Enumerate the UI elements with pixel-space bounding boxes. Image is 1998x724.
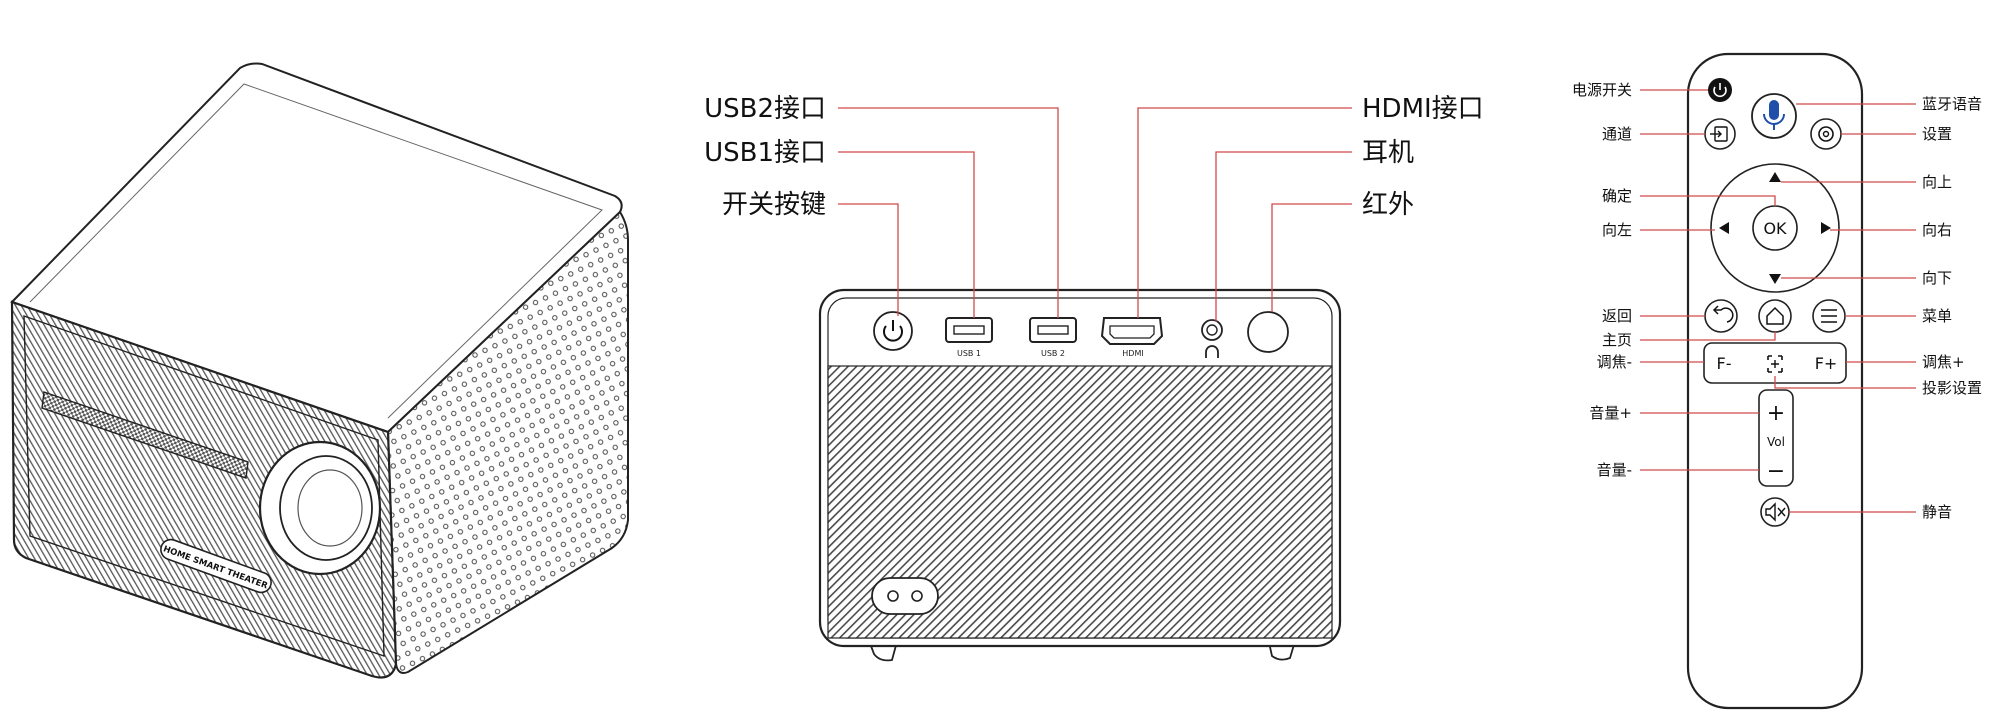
mute-button[interactable] bbox=[1760, 497, 1790, 527]
leader-ok bbox=[1640, 195, 1776, 206]
label-infrared: 红外 bbox=[1362, 190, 1414, 220]
projection-settings-button[interactable] bbox=[1767, 355, 1783, 373]
arrow-down-icon[interactable] bbox=[1769, 274, 1781, 284]
remote-illustration: OK F- F+ bbox=[1572, 52, 1982, 710]
arrow-right-icon[interactable] bbox=[1821, 222, 1831, 234]
hdmi-port[interactable]: HDMI bbox=[1100, 317, 1164, 358]
power-inlet bbox=[871, 577, 939, 615]
label-usb2: USB2接口 bbox=[704, 94, 826, 124]
label-power-key: 开关按键 bbox=[722, 190, 826, 220]
hdmi-port-mark: HDMI bbox=[1122, 349, 1143, 358]
leader-projection-settings bbox=[1774, 376, 1916, 389]
leader-power-key bbox=[838, 203, 899, 316]
earphone-jack[interactable] bbox=[1201, 319, 1223, 358]
remote-power-button[interactable] bbox=[1708, 78, 1732, 102]
usb2-port[interactable]: USB 2 bbox=[1029, 317, 1077, 358]
volume-rocker[interactable]: + Vol − bbox=[1758, 389, 1794, 487]
label-ok: 确定 bbox=[1602, 187, 1632, 205]
mute-icon bbox=[1765, 502, 1786, 522]
vol-minus-button[interactable]: − bbox=[1767, 459, 1785, 484]
dpad[interactable]: OK bbox=[1710, 163, 1840, 293]
projector-front-face bbox=[10, 300, 398, 679]
infrared-receiver bbox=[1247, 311, 1289, 353]
label-hdmi: HDMI接口 bbox=[1362, 94, 1484, 124]
vol-label: Vol bbox=[1767, 435, 1785, 449]
usb2-port-mark: USB 2 bbox=[1041, 349, 1065, 358]
leader-infrared bbox=[1271, 203, 1352, 312]
ok-button-label: OK bbox=[1763, 219, 1787, 238]
label-up: 向上 bbox=[1922, 173, 1952, 191]
label-right: 向右 bbox=[1922, 221, 1952, 239]
back-power-button[interactable] bbox=[873, 311, 913, 351]
label-focus-minus: 调焦- bbox=[1597, 353, 1632, 371]
source-button[interactable] bbox=[1704, 118, 1736, 150]
menu-icon bbox=[1821, 309, 1837, 323]
microphone-icon bbox=[1769, 100, 1779, 120]
power-icon bbox=[1713, 86, 1727, 98]
usb1-port[interactable]: USB 1 bbox=[945, 317, 993, 358]
label-source: 通道 bbox=[1602, 125, 1632, 143]
label-down: 向下 bbox=[1922, 269, 1952, 287]
usb1-port-mark: USB 1 bbox=[957, 349, 981, 358]
focus-minus-button[interactable]: F- bbox=[1717, 354, 1732, 373]
vol-plus-button[interactable]: + bbox=[1767, 401, 1785, 426]
label-mute: 静音 bbox=[1922, 503, 1952, 521]
label-left: 向左 bbox=[1602, 221, 1632, 239]
label-bt-voice: 蓝牙语音 bbox=[1922, 95, 1982, 113]
focus-plus-button[interactable]: F+ bbox=[1815, 354, 1838, 373]
back-panel-illustration: USB 1 USB 2 HDMI USB2接口 USB1接 bbox=[704, 94, 1484, 662]
label-settings: 设置 bbox=[1922, 125, 1952, 143]
label-back: 返回 bbox=[1602, 307, 1632, 325]
back-button[interactable] bbox=[1704, 299, 1738, 333]
gear-icon bbox=[1818, 126, 1834, 142]
label-power: 电源开关 bbox=[1572, 81, 1632, 99]
label-home: 主页 bbox=[1602, 331, 1632, 349]
leader-earphone bbox=[1215, 151, 1352, 322]
label-menu: 菜单 bbox=[1922, 307, 1952, 325]
arrow-left-icon[interactable] bbox=[1719, 222, 1729, 234]
menu-button[interactable] bbox=[1812, 299, 1846, 333]
home-button[interactable] bbox=[1758, 299, 1792, 333]
leader-usb2 bbox=[838, 107, 1059, 318]
projector-side-vent bbox=[386, 210, 629, 674]
label-projection-settings: 投影设置 bbox=[1922, 379, 1982, 397]
bt-voice-button[interactable] bbox=[1751, 93, 1797, 139]
projector-illustration: HOME SMART THEATER bbox=[10, 62, 629, 679]
label-vol-plus: 音量+ bbox=[1589, 404, 1632, 422]
arrow-up-icon[interactable] bbox=[1769, 172, 1781, 182]
headphone-icon bbox=[1205, 345, 1219, 358]
projector-light-strip bbox=[41, 391, 249, 479]
leader-usb1 bbox=[838, 151, 975, 318]
label-focus-plus: 调焦+ bbox=[1922, 353, 1965, 371]
settings-button[interactable] bbox=[1810, 118, 1842, 150]
back-arrow-icon bbox=[1715, 307, 1734, 323]
home-icon bbox=[1766, 306, 1784, 325]
projection-frame-icon bbox=[1767, 355, 1783, 373]
leader-hdmi bbox=[1137, 107, 1352, 318]
projector-top-face bbox=[10, 62, 623, 434]
label-earphone: 耳机 bbox=[1362, 138, 1414, 168]
label-vol-minus: 音量- bbox=[1597, 461, 1632, 479]
leader-home bbox=[1640, 332, 1776, 341]
label-usb1: USB1接口 bbox=[704, 138, 826, 168]
